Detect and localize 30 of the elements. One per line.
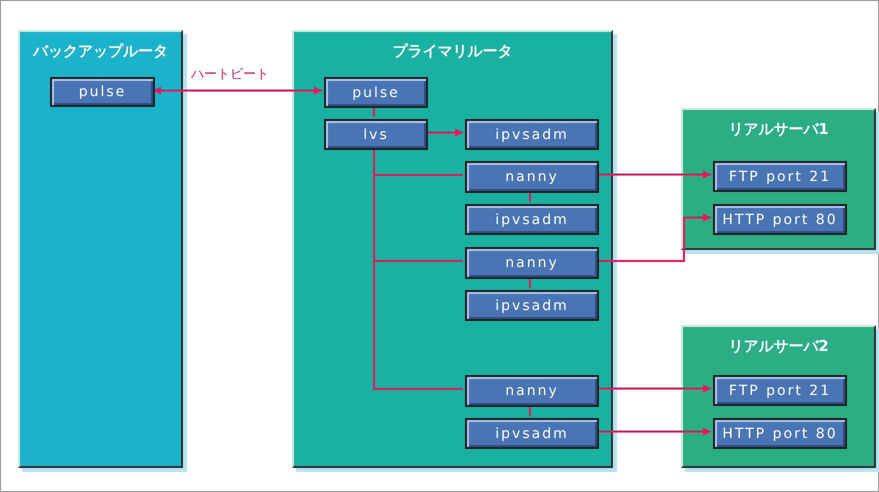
process-box: lvs	[324, 119, 428, 150]
panel-title: プライマリルータ	[392, 42, 514, 61]
connector-line	[373, 148, 463, 390]
arrow	[597, 428, 711, 436]
connector-line	[529, 277, 531, 288]
port-box: HTTP port 80	[713, 418, 847, 449]
arrow	[153, 86, 322, 94]
connector-line	[373, 106, 375, 117]
arrow	[597, 384, 711, 392]
process-box: pulse	[50, 77, 155, 107]
process-box: nanny	[465, 161, 599, 193]
process-box: ipvsadm	[465, 119, 599, 150]
panel-title: リアルサーバ2	[727, 337, 830, 356]
arrow	[597, 214, 711, 262]
edge-label: ハートビート	[191, 66, 269, 83]
port-box: HTTP port 80	[713, 204, 847, 235]
port-box: FTP port 21	[713, 375, 847, 406]
panel-title: リアルサーバ1	[727, 120, 830, 139]
connector-line	[529, 191, 531, 202]
connector-line	[529, 405, 531, 416]
panel-title: バックアップルータ	[32, 42, 169, 61]
process-box: pulse	[324, 77, 428, 108]
port-box: FTP port 21	[713, 161, 847, 192]
process-box: ipvsadm	[465, 204, 599, 235]
process-box: ipvsadm	[465, 290, 599, 321]
process-box: nanny	[465, 375, 599, 407]
arrow	[597, 170, 711, 178]
process-box: ipvsadm	[465, 418, 599, 449]
process-box: nanny	[465, 247, 599, 279]
arrow	[426, 128, 463, 136]
